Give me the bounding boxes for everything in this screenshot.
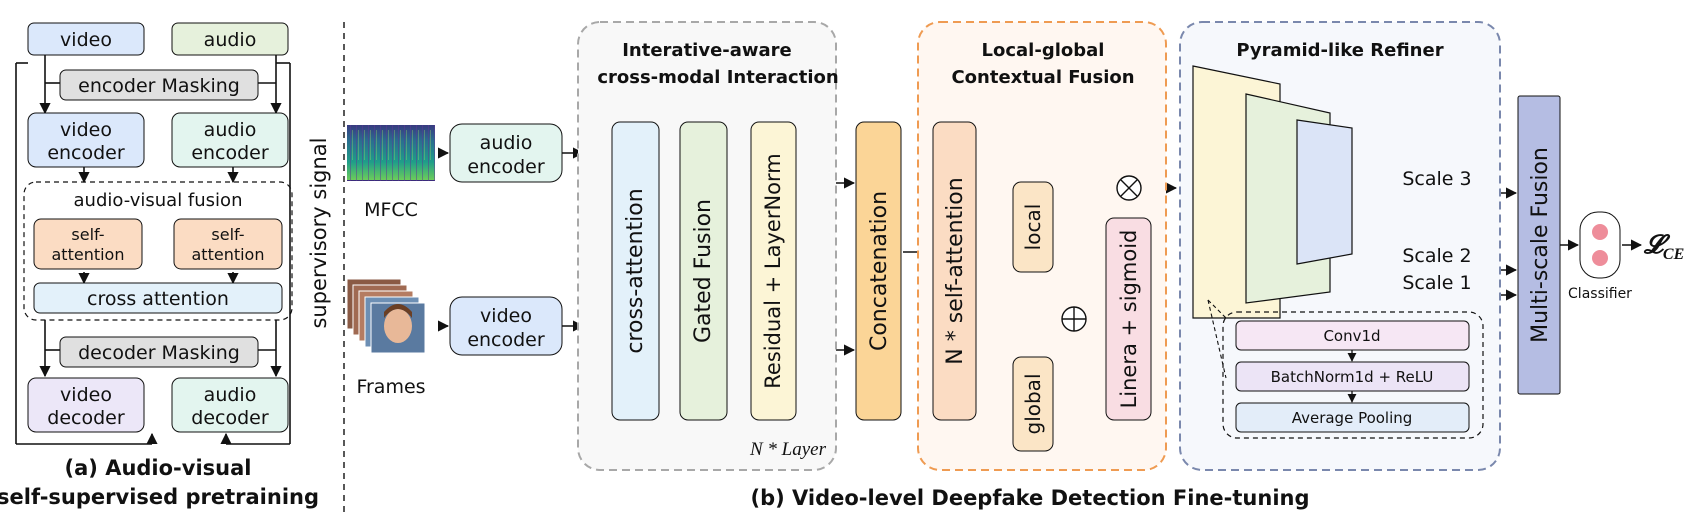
interaction-title-line2: cross-modal Interaction	[597, 67, 838, 88]
video-encoder-b-line2: encoder	[467, 329, 545, 351]
audio-decoder-line1: audio	[204, 384, 257, 406]
local-global-module: Local-global Contextual Fusion N * self-…	[917, 21, 1167, 471]
frames-label: Frames	[356, 376, 425, 398]
scale-3-label: Scale 3	[1402, 168, 1471, 190]
residual-layernorm-block-label: Residual + LayerNorm	[761, 153, 785, 388]
audio-encoder-box	[171, 112, 289, 168]
caption-b: (b) Video-level Deepfake Detection Fine-…	[750, 486, 1309, 510]
self-attention-audio-box	[173, 218, 283, 270]
pooling-box	[1235, 402, 1470, 433]
av-fusion-group	[23, 181, 293, 321]
concatenation-label: Concatenation	[867, 191, 892, 351]
caption-a-line1: (a) Audio-visual	[65, 456, 252, 480]
local-block	[1012, 181, 1054, 273]
pooling-label: Average Pooling	[1292, 409, 1413, 427]
self-attention-video-line1: self-	[71, 225, 104, 244]
scale-2-label: Scale 2	[1402, 245, 1471, 267]
audio-encoder-b-line1: audio	[480, 132, 533, 154]
encoder-masking-box	[59, 69, 259, 101]
self-attention-block-label: N * self-attention	[943, 177, 968, 364]
decoder-masking-box	[59, 336, 259, 368]
classifier-label: Classifier	[1568, 286, 1632, 302]
decoder-masking-label: decoder Masking	[78, 342, 240, 364]
audio-decoder-line2: decoder	[191, 407, 269, 429]
self-attention-audio-line2: attention	[192, 245, 265, 264]
multiscale-fusion-block	[1517, 95, 1561, 395]
local-global-title-line2: Contextual Fusion	[951, 67, 1134, 88]
cross-attention-block	[611, 121, 660, 421]
add-operator-icon	[1061, 306, 1087, 332]
loss-label: 𝓛CE	[1643, 230, 1684, 263]
video-decoder-box	[27, 377, 145, 433]
mfcc-label: MFCC	[364, 199, 418, 221]
input-audio-label: audio	[204, 29, 257, 51]
av-fusion-title: audio-visual fusion	[74, 190, 243, 211]
video-encoder-line1: video	[60, 119, 112, 141]
cross-attention-box	[33, 282, 283, 314]
concatenation-block	[855, 121, 902, 421]
classifier-icon	[1579, 211, 1621, 279]
pyramid-level-3	[1296, 119, 1353, 265]
local-global-title-line1: Local-global	[982, 40, 1105, 61]
interaction-module: Interative-aware cross-modal Interaction…	[577, 21, 839, 471]
input-video-box	[27, 22, 145, 56]
gated-fusion-block-label: Gated Fusion	[691, 199, 716, 343]
residual-layernorm-block	[750, 121, 797, 421]
self-attention-video-line2: attention	[52, 245, 125, 264]
cross-attention-label: cross attention	[87, 288, 229, 310]
supervisory-signal-label: supervisory signal	[307, 137, 331, 328]
conv1d-label: Conv1d	[1323, 327, 1380, 345]
panel-a: video audio encoder Masking video encode…	[0, 22, 319, 509]
audio-decoder-box	[171, 377, 289, 433]
self-attention-audio-line1: self-	[211, 225, 244, 244]
pyramid-title: Pyramid-like Refiner	[1236, 40, 1443, 61]
multiply-operator-icon	[1116, 175, 1142, 201]
mfcc-spectrogram-image	[347, 125, 435, 181]
input-video-label: video	[60, 29, 112, 51]
pyramid-module: Pyramid-like Refiner Scale 3 Scale 2 Sca…	[1179, 21, 1501, 471]
gated-fusion-block	[679, 121, 728, 421]
linear-sigmoid-block	[1105, 217, 1152, 421]
video-encoder-box	[27, 112, 145, 168]
video-encoder-b-line1: video	[480, 305, 532, 327]
batchnorm-label: BatchNorm1d + ReLU	[1271, 368, 1434, 386]
audio-encoder-b-line2: encoder	[467, 156, 545, 178]
caption-a-line2: self-supervised pretraining	[0, 485, 319, 509]
self-attention-block	[932, 121, 977, 421]
interaction-title-line1: Interative-aware	[622, 40, 792, 61]
cross-attention-block-label: cross-attention	[623, 188, 648, 353]
audio-encoder-line2: encoder	[191, 142, 269, 164]
panel-a-connectors	[15, 55, 291, 445]
global-block	[1012, 356, 1054, 452]
frames-image	[346, 278, 426, 354]
refiner-detail-group	[1222, 311, 1484, 439]
global-block-label: global	[1021, 374, 1045, 435]
local-block-label: local	[1021, 204, 1045, 251]
multiscale-fusion-label: Multi-scale Fusion	[1528, 147, 1553, 343]
linear-sigmoid-block-label: Linera + sigmoid	[1117, 230, 1141, 409]
loss-subscript: CE	[1663, 246, 1684, 263]
audio-encoder-line1: audio	[204, 119, 257, 141]
self-attention-video-box	[33, 218, 143, 270]
scale-1-label: Scale 1	[1402, 272, 1471, 294]
inputs-section: MFCC Frames audio encoder video encoder	[346, 123, 563, 398]
video-encoder-line2: encoder	[47, 142, 125, 164]
video-decoder-line1: video	[60, 384, 112, 406]
encoder-masking-label: encoder Masking	[78, 75, 240, 97]
input-audio-box	[171, 22, 289, 56]
video-decoder-line2: decoder	[47, 407, 125, 429]
layer-note: N * Layer	[749, 439, 827, 460]
